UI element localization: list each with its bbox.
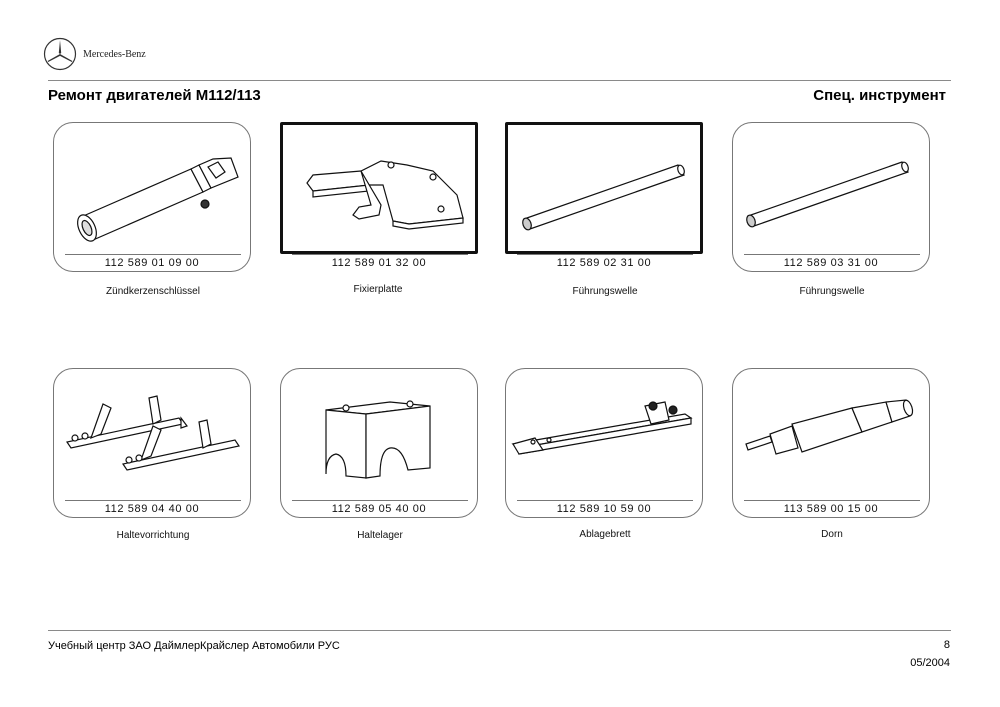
divider xyxy=(744,500,920,501)
tool-name: Zündkerzenschlüssel xyxy=(106,286,200,297)
part-number: 112 589 03 31 00 xyxy=(783,257,879,269)
tool-card-frame xyxy=(53,122,251,272)
brand-logo: Mercedes-Benz xyxy=(43,37,146,71)
tool-name: Führungswelle xyxy=(572,286,638,297)
tool-card-storage-board: 112 589 10 59 00 xyxy=(505,368,705,518)
part-number: 112 589 04 40 00 xyxy=(104,503,200,515)
mercedes-star-icon xyxy=(43,37,77,71)
tool-image xyxy=(280,122,478,254)
brand-name: Mercedes-Benz xyxy=(83,48,146,60)
divider xyxy=(517,500,693,501)
storage-board-icon xyxy=(511,401,693,455)
guide-shaft-icon xyxy=(522,164,685,231)
part-number: 112 589 05 40 00 xyxy=(331,503,427,515)
tool-card-spark-plug-wrench: 112 589 01 09 00 xyxy=(53,122,253,272)
section-title: Спец. инструмент xyxy=(813,87,946,104)
guide-shaft-icon xyxy=(746,161,909,228)
part-number: 112 589 02 31 00 xyxy=(556,257,652,269)
divider xyxy=(744,254,920,255)
footer-organization: Учебный центр ЗАО ДаймлерКрайслер Автомо… xyxy=(48,640,340,652)
fixing-plate-icon xyxy=(306,160,464,230)
tool-name: Haltelager xyxy=(357,530,403,541)
tool-card-guide-shaft: 112 589 02 31 00 xyxy=(505,122,705,272)
tool-card-fixing-plate: 112 589 01 32 00 xyxy=(280,122,480,272)
part-number: 112 589 10 59 00 xyxy=(556,503,652,515)
page-number: 8 xyxy=(943,639,950,651)
tool-card-holding-fixture: 112 589 04 40 00 xyxy=(53,368,253,518)
tool-card-guide-shaft: 112 589 03 31 00 xyxy=(732,122,932,272)
tool-image xyxy=(505,122,703,254)
part-number: 112 589 01 32 00 xyxy=(331,257,427,269)
divider xyxy=(292,500,468,501)
divider xyxy=(65,500,241,501)
part-number: 113 589 00 15 00 xyxy=(783,503,879,515)
footer-divider xyxy=(48,630,951,631)
divider xyxy=(292,254,468,255)
tool-name: Fixierplatte xyxy=(353,284,403,295)
tool-image xyxy=(53,368,251,500)
footer-date: 05/2004 xyxy=(910,657,950,669)
tool-image xyxy=(732,122,930,254)
tool-image xyxy=(732,368,930,500)
tool-image xyxy=(505,368,703,500)
tool-card-mandrel: 113 589 00 15 00 xyxy=(732,368,932,518)
tool-name: Führungswelle xyxy=(799,286,865,297)
tool-image xyxy=(280,368,478,500)
holding-fixture-icon xyxy=(66,395,240,471)
tool-name: Haltevorrichtung xyxy=(116,530,190,541)
tool-card-support-block: 112 589 05 40 00 xyxy=(280,368,480,518)
part-number: 112 589 01 09 00 xyxy=(104,257,200,269)
divider xyxy=(65,254,241,255)
header-divider xyxy=(48,80,951,81)
mandrel-icon xyxy=(745,399,914,455)
spark-plug-wrench-icon xyxy=(77,157,239,242)
divider xyxy=(517,254,693,255)
page-title: Ремонт двигателей М112/113 xyxy=(48,87,261,104)
support-block-icon xyxy=(325,400,431,479)
tool-name: Dorn xyxy=(821,529,843,540)
tool-image xyxy=(53,122,251,254)
tool-name: Ablagebrett xyxy=(579,529,631,540)
